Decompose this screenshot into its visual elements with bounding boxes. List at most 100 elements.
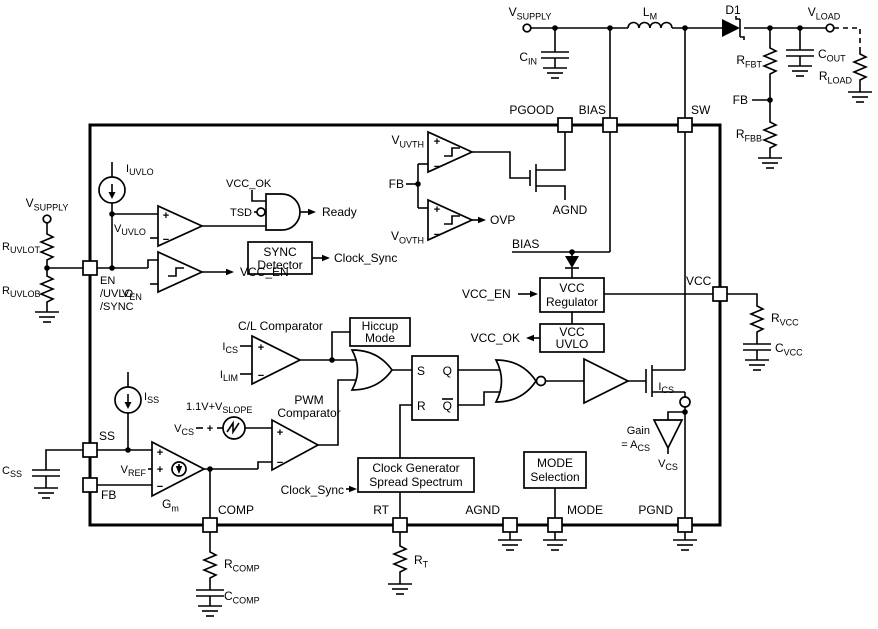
pin-pgood (557, 117, 573, 133)
comparator-vuvlo (157, 204, 205, 248)
label-ff-r: R (417, 399, 426, 413)
block-label-mode2: Selection (530, 470, 579, 484)
label-gain: Gain (627, 425, 650, 437)
label-vcc-ok-out: VCC_OK (471, 331, 520, 345)
label-ff-q: Q (443, 364, 452, 378)
sign-plus: + (434, 136, 440, 148)
pin-sw (677, 117, 693, 133)
label-gm: Gm (162, 497, 179, 514)
current-source-iuvlo (98, 176, 126, 204)
label-d1: D1 (725, 3, 741, 17)
label-lm: LM (643, 5, 657, 22)
label-vcc-en-out: VCC_EN (240, 265, 289, 279)
pin-label-fb: FB (101, 488, 116, 502)
or-gate (350, 349, 394, 391)
current-sense-amp (652, 419, 684, 450)
current-source-iss (114, 386, 142, 414)
sign-minus: − (434, 229, 440, 241)
sign-plus: + (258, 342, 264, 354)
pin-label-rt: RT (373, 503, 389, 517)
label-vcc-ok: VCC_OK (226, 178, 272, 190)
pin-bias (602, 117, 618, 133)
block-label-clockgen1: Clock Generator (372, 461, 459, 475)
pin-label-en: EN (100, 275, 115, 287)
labels: VSUPPLY CIN LM D1 VLOAD RFBT FB RFBB COU… (2, 3, 852, 606)
sign-plus: + (434, 204, 440, 216)
pin-label-pgood: PGOOD (509, 103, 554, 117)
label-ilim: ILIM (220, 369, 238, 383)
block-sync-detector (247, 241, 313, 275)
comparator-current-limit (251, 334, 302, 386)
block-label-vccuvlo1: VCC (559, 325, 585, 339)
label-vload: VLOAD (808, 5, 841, 22)
label-ccomp: CCOMP (224, 589, 260, 606)
pin-label-sync: /SYNC (100, 301, 134, 313)
comparator-vovth (427, 198, 475, 242)
block-label-sync: SYNC (263, 245, 297, 259)
pin-rt (392, 517, 408, 533)
pin-agnd (502, 517, 518, 533)
label-agnd-int: AGND (553, 203, 588, 217)
sign-minus: − (434, 161, 440, 173)
ic-pins (82, 117, 728, 533)
pin-vcc (712, 286, 728, 302)
label-bias-net: BIAS (512, 237, 539, 251)
label-vuvth: VUVTH (391, 133, 424, 150)
pin-ss (82, 442, 98, 458)
block-label-clockgen2: Spread Spectrum (369, 475, 462, 489)
label-vcc-en-in: VCC_EN (462, 287, 511, 301)
pin-label-pgnd: PGND (638, 503, 673, 517)
pin-label-sw: SW (691, 103, 711, 117)
sign-plus: + (207, 423, 213, 435)
comparator-vuvth (427, 130, 475, 174)
pin-mode (547, 517, 563, 533)
label-pwm-comparator: Comparator (277, 406, 340, 420)
dashed-load-wire (834, 27, 861, 50)
label-rload: RLOAD (819, 69, 853, 86)
label-ff-s: S (417, 364, 425, 378)
label-vcs-in: VCS (174, 423, 194, 437)
block-hiccup-mode (349, 317, 411, 347)
pin-label-mode: MODE (567, 503, 603, 517)
pin-label-agnd: AGND (465, 503, 500, 517)
label-rt-res: RT (414, 553, 429, 570)
label-slope: 1.1V+VSLOPE (186, 401, 252, 415)
label-vref: VREF (121, 464, 147, 478)
label-cout: COUT (818, 47, 846, 64)
label-tsd: TSD (230, 207, 252, 219)
block-vcc-regulator (539, 277, 605, 313)
label-css: CSS (2, 465, 22, 479)
label-vsupply-top: VSUPPLY (509, 5, 552, 22)
block-label-vccreg1: VCC (559, 281, 585, 295)
label-pwm: PWM (294, 393, 323, 407)
label-vsupply-left: VSUPPLY (26, 196, 69, 213)
inductor-lm (627, 21, 673, 29)
label-cl-comparator: C/L Comparator (238, 319, 323, 333)
terminal-vload (825, 23, 835, 33)
pin-label-bias: BIAS (579, 103, 606, 117)
label-ovp: OVP (490, 213, 515, 227)
sawtooth-icon (226, 420, 240, 435)
label-rfbt: RFBT (736, 53, 762, 70)
label-iss: ISS (144, 391, 159, 405)
block-label-vccreg2: Regulator (546, 295, 598, 309)
inverter-bubble (256, 207, 266, 217)
current-sense-tap (679, 396, 691, 408)
pin-en (82, 260, 98, 276)
slope-ramp-source (222, 416, 246, 440)
label-rcomp: RCOMP (224, 557, 260, 574)
label-vovth: VOVTH (391, 229, 424, 246)
label-ven: VEN (122, 288, 142, 302)
sign-minus: − (163, 234, 169, 246)
inverter-bubble (535, 375, 547, 387)
label-vuvlo: VUVLO (114, 223, 146, 237)
sign-plus: + (157, 464, 163, 476)
label-fb-node: FB (733, 93, 748, 107)
label-ruvlob: RUVLOB (2, 285, 40, 299)
label-ics-sense: ICS (658, 381, 674, 395)
pin-label-uvlo: /UVLO (100, 288, 133, 300)
label-rfbb: RFBB (736, 127, 762, 144)
label-rvcc: RVCC (771, 311, 799, 328)
